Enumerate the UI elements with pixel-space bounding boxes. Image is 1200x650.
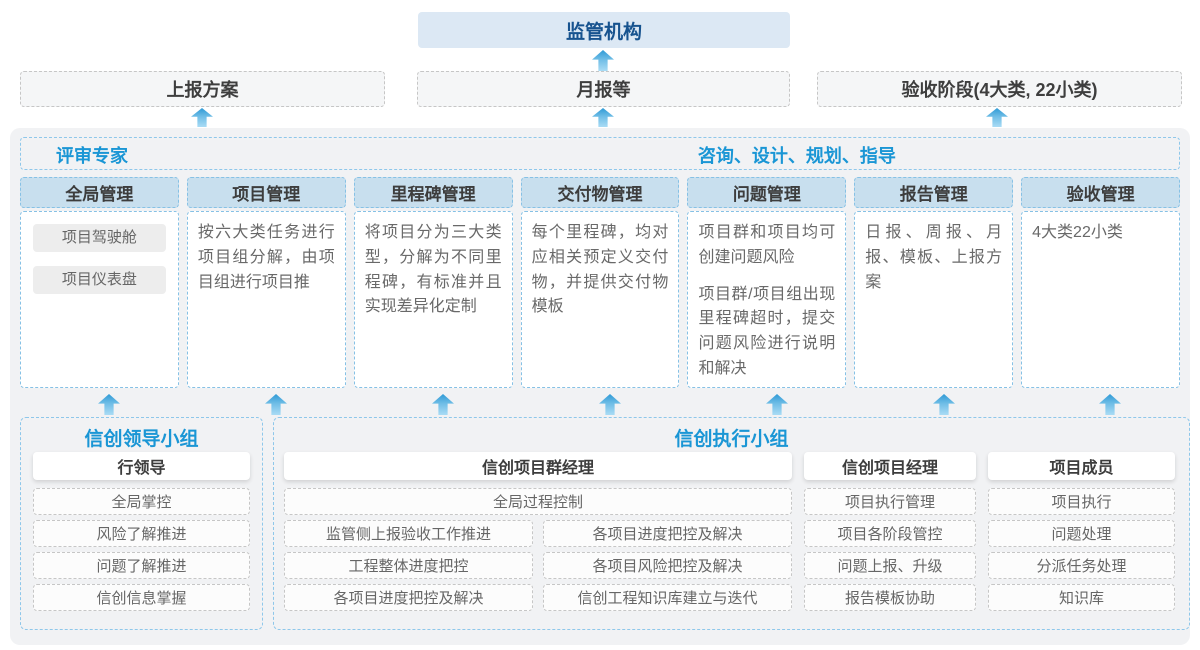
up-arrow-icon [933,394,955,415]
task-item: 分派任务处理 [988,552,1175,579]
column-header: 交付物管理 [520,177,680,208]
task-item: 各项目进度把控及解决 [284,584,533,611]
up-arrow-icon [592,50,614,71]
task-item: 风险了解推进 [33,520,250,547]
task-item: 全局过程控制 [284,488,792,515]
program-manager-task-grid: 全局过程控制 监管侧上报验收工作推进 各项目进度把控及解决 工程整体进度把控 各… [284,488,792,611]
executor-group: 信创执行小组 信创项目群经理 全局过程控制 监管侧上报验收工作推进 各项目进度把… [273,417,1190,630]
column-header: 问题管理 [687,177,847,208]
column-body: 将项目分为三大类型，分解为不同里程碑，有标准并且实现差异化定制 [353,211,513,388]
column-issue-mgmt: 问题管理 项目群和项目均可创建问题风险 项目群/项目组出现里程碑超时，提交问题风… [687,177,847,388]
up-arrow-icon [191,108,213,127]
leader-group-title: 信创领导小组 [84,429,199,450]
task-item: 信创工程知识库建立与迭代 [543,584,792,611]
column-title: 项目管理 [232,185,301,204]
column-header: 报告管理 [854,177,1014,208]
pill-project-dashboard: 项目仪表盘 [33,266,166,294]
regulator-box: 监管机构 [418,12,790,48]
up-arrow-icon [599,394,621,415]
column-header: 项目管理 [186,177,346,208]
column-text: 按六大类任务进行项目组分解，由项目组进行项目推 [197,224,335,291]
column-text: 4大类22小类 [1032,224,1123,241]
up-arrow-icon [432,394,454,415]
up-arrow-icon [766,394,788,415]
column-header: 里程碑管理 [353,177,513,208]
up-arrow-icon [98,394,120,415]
project-member-column: 项目成员 项目执行 问题处理 分派任务处理 知识库 [988,452,1175,611]
task-item: 信创信息掌握 [33,584,250,611]
column-text: 项目群和项目均可创建问题风险 [698,224,836,266]
column-title: 问题管理 [732,185,801,204]
role-program-manager: 信创项目群经理 [284,452,792,480]
column-title: 交付物管理 [557,185,643,204]
column-header: 全局管理 [20,177,179,208]
column-text: 每个里程碑，均对应相关预定义交付物，并提供交付物模板 [531,224,669,316]
task-item: 监管侧上报验收工作推进 [284,520,533,547]
column-global-mgmt: 全局管理 项目驾驶舱 项目仪表盘 [20,177,179,388]
column-report-mgmt: 报告管理 日报、周报、月报、模板、上报方案 [854,177,1014,388]
program-manager-column: 信创项目群经理 全局过程控制 监管侧上报验收工作推进 各项目进度把控及解决 工程… [284,452,792,611]
column-text: 项目群/项目组出现里程碑超时，提交问题风险进行说明和解决 [698,285,836,377]
column-title: 报告管理 [899,185,968,204]
column-body: 每个里程碑，均对应相关预定义交付物，并提供交付物模板 [520,211,680,388]
report-plan-box: 上报方案 [20,71,385,107]
column-header: 验收管理 [1021,177,1181,208]
up-arrow-icon [265,394,287,415]
task-item: 问题处理 [988,520,1175,547]
task-item: 项目执行管理 [804,488,976,515]
report-plan-label: 上报方案 [166,80,239,100]
pill-project-cockpit: 项目驾驶舱 [33,224,166,252]
up-arrow-icon [986,108,1008,127]
task-item: 各项目进度把控及解决 [543,520,792,547]
role-bank-leader: 行领导 [33,452,250,480]
project-member-task-list: 项目执行 问题处理 分派任务处理 知识库 [988,488,1175,611]
consulting-label: 咨询、设计、规划、指导 [697,146,896,166]
executor-group-title: 信创执行小组 [674,429,789,450]
task-item: 项目执行 [988,488,1175,515]
column-body: 日报、周报、月报、模板、上报方案 [854,211,1014,388]
report-acceptance-label: 验收阶段(4大类, 22小类) [901,80,1098,100]
executor-group-content: 信创项目群经理 全局过程控制 监管侧上报验收工作推进 各项目进度把控及解决 工程… [274,452,1189,611]
task-item: 工程整体进度把控 [284,552,533,579]
task-item: 问题上报、升级 [804,552,976,579]
column-body: 项目驾驶舱 项目仪表盘 [20,211,179,388]
column-text: 将项目分为三大类型，分解为不同里程碑，有标准并且实现差异化定制 [364,224,502,316]
column-milestone-mgmt: 里程碑管理 将项目分为三大类型，分解为不同里程碑，有标准并且实现差异化定制 [353,177,513,388]
column-acceptance-mgmt: 验收管理 4大类22小类 [1021,177,1181,388]
main-panel: 评审专家 咨询、设计、规划、指导 全局管理 项目驾驶舱 项目仪表盘 项目管理 按… [10,128,1190,645]
report-acceptance-box: 验收阶段(4大类, 22小类) [817,71,1182,107]
capability-columns: 全局管理 项目驾驶舱 项目仪表盘 项目管理 按六大类任务进行项目组分解，由项目组… [20,177,1181,388]
column-deliverable-mgmt: 交付物管理 每个里程碑，均对应相关预定义交付物，并提供交付物模板 [520,177,680,388]
column-body: 按六大类任务进行项目组分解，由项目组进行项目推 [186,211,346,388]
column-text: 日报、周报、月报、模板、上报方案 [865,224,1003,291]
regulator-label: 监管机构 [565,21,642,43]
column-title: 里程碑管理 [390,185,476,204]
review-experts-label: 评审专家 [56,146,128,166]
column-title: 验收管理 [1066,185,1135,204]
column-body: 项目群和项目均可创建问题风险 项目群/项目组出现里程碑超时，提交问题风险进行说明… [687,211,847,388]
leader-group-content: 行领导 全局掌控 风险了解推进 问题了解推进 信创信息掌握 [21,452,262,611]
up-arrow-icon [592,108,614,127]
report-monthly-label: 月报等 [576,80,631,100]
task-item: 知识库 [988,584,1175,611]
task-item: 问题了解推进 [33,552,250,579]
task-item: 报告模板协助 [804,584,976,611]
up-arrow-icon [1099,394,1121,415]
report-monthly-box: 月报等 [417,71,790,107]
role-project-manager: 信创项目经理 [804,452,976,480]
experts-strip: 评审专家 咨询、设计、规划、指导 [20,137,1180,170]
task-item: 全局掌控 [33,488,250,515]
project-manager-column: 信创项目经理 项目执行管理 项目各阶段管控 问题上报、升级 报告模板协助 [804,452,976,611]
project-manager-task-list: 项目执行管理 项目各阶段管控 问题上报、升级 报告模板协助 [804,488,976,611]
leader-group: 信创领导小组 行领导 全局掌控 风险了解推进 问题了解推进 信创信息掌握 [20,417,263,630]
column-title: 全局管理 [65,185,134,204]
column-body: 4大类22小类 [1021,211,1181,388]
column-project-mgmt: 项目管理 按六大类任务进行项目组分解，由项目组进行项目推 [186,177,346,388]
leader-task-list: 全局掌控 风险了解推进 问题了解推进 信创信息掌握 [33,488,250,611]
task-item: 项目各阶段管控 [804,520,976,547]
task-item: 各项目风险把控及解决 [543,552,792,579]
role-project-member: 项目成员 [988,452,1175,480]
